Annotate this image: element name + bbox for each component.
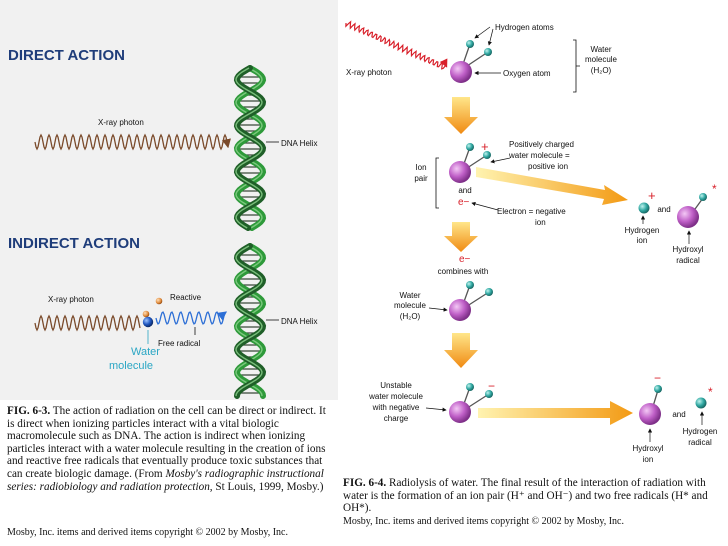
unstable-label-4: charge (384, 414, 409, 423)
hydroxyl-ion-minus: − (654, 371, 661, 385)
figure-6-3-text: The action of radiation on the cell can … (7, 405, 326, 480)
positive-ion-pointer (490, 157, 511, 164)
electron-pointer (471, 201, 499, 211)
free-radical-wave (155, 311, 228, 325)
water-molecule-label-3: (H₂O) (591, 66, 612, 75)
stage3-water-label-3: (H₂O) (400, 312, 421, 321)
stage1-water-molecule (450, 40, 492, 83)
stage3-water-label-1: Water (399, 291, 420, 300)
dna-helix-bottom (233, 243, 267, 399)
figure-6-4-text: Radiolysis of water. The final result of… (343, 477, 708, 515)
figure-6-3-source: Mosby's radiographic instructional serie… (7, 467, 324, 493)
combines-with-label: combines with (438, 267, 489, 276)
stage4-unstable-water (449, 383, 493, 423)
water-hydrogen-2 (155, 297, 163, 305)
electron-label-1: Electron = negative (497, 207, 566, 216)
unstable-label-3: with negative (372, 403, 420, 412)
figure-6-4-number: FIG. 6-4. (343, 477, 387, 489)
stage3-water-pointer (428, 307, 448, 312)
hydrogen-radical-label-2: radical (688, 438, 712, 447)
hydrogen-ion-plus: + (648, 188, 656, 203)
hydrogen-ion-label-2: ion (637, 236, 648, 245)
hydrogen-ion-label-1: Hydrogen (625, 226, 660, 235)
unstable-minus-sign: − (488, 379, 495, 393)
reactive-label: Reactive (170, 293, 202, 302)
helix-strand-highlight (235, 245, 263, 397)
hydroxyl-ion (639, 385, 662, 425)
hydroxyl-ion-label-1: Hydroxyl (632, 444, 663, 453)
down-arrow-1 (444, 97, 478, 134)
hydroxyl-ion-label-2: ion (643, 455, 654, 464)
positive-ion-label-3: positive ion (528, 162, 568, 171)
down-arrow-2 (444, 222, 478, 252)
figure-6-3-copyright: Mosby, Inc. items and derived items copy… (7, 527, 288, 538)
dna-helix-top-label: DNA Helix (281, 139, 317, 148)
stage2-positive-ion (449, 143, 491, 183)
figure-6-3-caption: FIG. 6-3. The action of radiation on the… (7, 405, 336, 493)
ion-pair-and: and (458, 186, 471, 195)
direct-xray-photon-label: X-ray photon (98, 118, 144, 127)
hydrogen-atoms-pointer-2 (487, 28, 494, 46)
hydroxyl-radical-label-2: radical (676, 256, 700, 265)
water-molecule-label-2: molecule (585, 55, 618, 64)
helix-strand-highlight (235, 67, 263, 229)
left-figure-background (0, 0, 338, 400)
positive-charge-sign: + (481, 139, 489, 154)
dna-helix-bottom-label: DNA Helix (281, 317, 317, 326)
electron-label-2: ion (535, 218, 546, 227)
hydroxyl-radical (677, 193, 707, 228)
stage3-water-molecule (449, 281, 493, 321)
water-hydrogen-1 (142, 310, 150, 318)
right-arrow-2 (478, 401, 633, 425)
hydrogen-ion-and: and (657, 205, 670, 214)
water-label-1: Water (131, 346, 160, 358)
oxygen-atom-label: Oxygen atom (503, 69, 551, 78)
hydroxyl-radical-label-1: Hydroxyl (672, 245, 703, 254)
water-molecule-label-1: Water (590, 45, 611, 54)
helix-strand-highlight (235, 67, 263, 229)
water-molecule-bracket (573, 39, 580, 93)
hydrogen-atoms-pointer-1 (474, 26, 491, 39)
hydroxyl-radical-star: * (712, 182, 717, 196)
ion-pair-label-2: pair (414, 174, 428, 183)
hydroxyl-ion-and: and (672, 410, 685, 419)
figure-6-3-end: St Louis, 1999, Mosby.) (212, 480, 324, 493)
ion-pair-label-1: Ion (415, 163, 426, 172)
unstable-label-1: Unstable (380, 381, 412, 390)
direct-action-title: DIRECT ACTION (8, 47, 125, 64)
figure-6-4-copyright: Mosby, Inc. items and derived items copy… (343, 516, 624, 527)
electron-symbol-2: e− (459, 254, 471, 265)
water-oxygen (142, 316, 154, 328)
dna-helix-top (233, 65, 267, 231)
helix-strand-highlight (235, 245, 263, 397)
indirect-xray-photon-label: X-ray photon (48, 295, 94, 304)
positive-ion-label-2: water molecule = (508, 151, 570, 160)
figure-6-4-caption: FIG. 6-4. Radiolysis of water. The final… (343, 477, 723, 515)
unstable-pointer (425, 407, 447, 412)
direct-xray-wave (34, 133, 231, 151)
positive-ion-label-1: Positively charged (509, 140, 574, 149)
radiolysis-xray-photon-label: X-ray photon (346, 68, 392, 77)
hydrogen-radical (695, 397, 707, 409)
indirect-xray-wave (34, 314, 141, 332)
hydrogen-atoms-label: Hydrogen atoms (495, 23, 554, 32)
unstable-label-2: water molecule (368, 392, 423, 401)
ion-pair-bracket (435, 157, 439, 209)
hydrogen-ion (638, 202, 650, 214)
stage3-water-label-2: molecule (394, 301, 427, 310)
right-arrow-1 (476, 167, 628, 205)
hydrogen-radical-star: * (708, 385, 713, 399)
figure-6-3-number: FIG. 6-3. (7, 405, 51, 417)
hydrogen-radical-label-1: Hydrogen (683, 427, 718, 436)
free-radical-label: Free radical (158, 339, 200, 348)
radiolysis-xray-wave (345, 20, 448, 70)
indirect-action-title: INDIRECT ACTION (8, 235, 140, 252)
electron-symbol-1: e− (458, 197, 470, 208)
down-arrow-3 (444, 333, 478, 368)
water-label-2: molecule (109, 360, 153, 372)
